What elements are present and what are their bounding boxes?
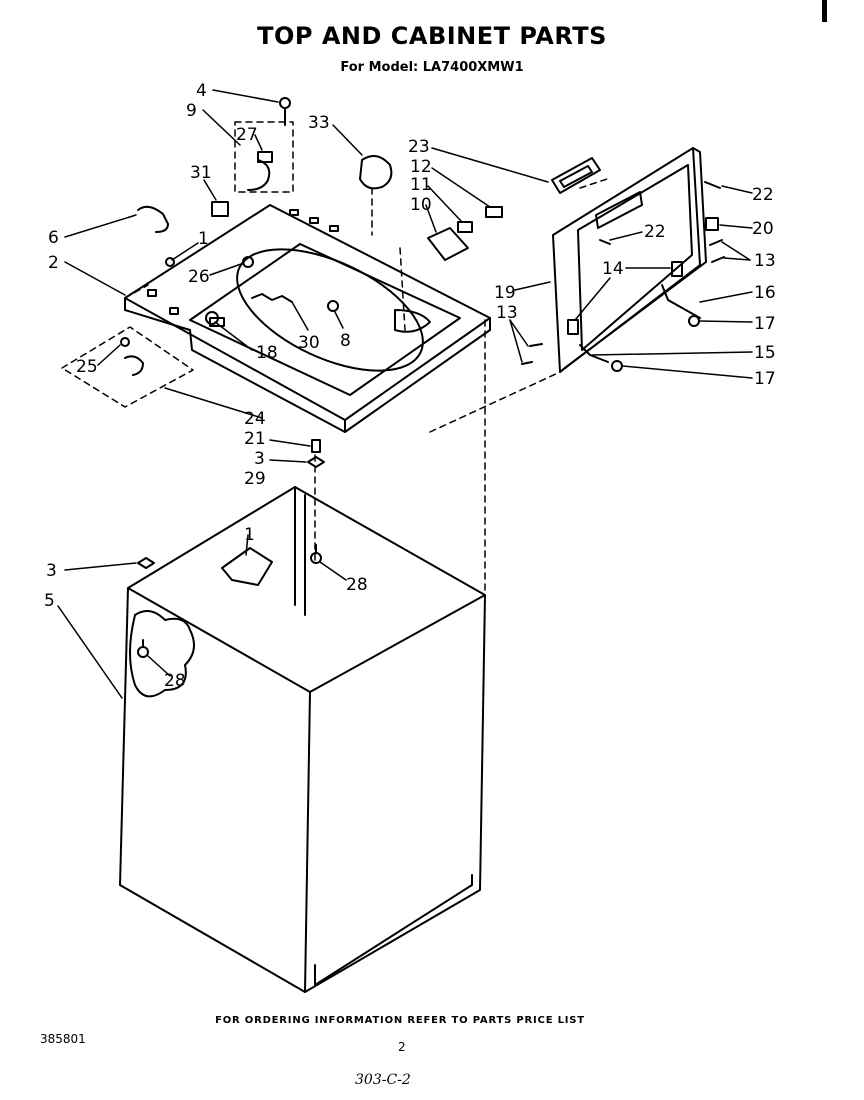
corner-scan-mark — [822, 0, 827, 22]
callout-13-right: 13 — [754, 251, 776, 271]
washer-lid — [551, 147, 707, 373]
callout-26: 26 — [188, 267, 210, 287]
callout-30: 30 — [298, 333, 320, 353]
callout-14: 14 — [602, 259, 624, 279]
callout-19: 19 — [494, 283, 516, 303]
callout-22-top: 22 — [752, 185, 774, 205]
handwritten-code: 303-C-2 — [355, 1072, 411, 1088]
washer-cabinet — [119, 486, 486, 993]
callout-numbers: 4 9 27 33 23 12 11 10 31 22 20 22 6 1 2 … — [44, 81, 776, 691]
callout-28-lower: 28 — [164, 671, 186, 691]
callout-10: 10 — [410, 195, 432, 215]
callout-28-upper: 28 — [346, 575, 368, 595]
page-number: 2 — [398, 1040, 406, 1054]
callout-22-mid: 22 — [644, 222, 666, 242]
document-number: 385801 — [40, 1032, 86, 1046]
dashed-guide-lines — [61, 121, 611, 601]
ordering-information-note: FOR ORDERING INFORMATION REFER TO PARTS … — [215, 1015, 585, 1026]
callout-23: 23 — [408, 137, 430, 157]
callout-3-upper: 3 — [254, 449, 265, 469]
cabinet-bracket-part — [221, 547, 273, 586]
callout-12: 12 — [410, 157, 432, 177]
callout-20: 20 — [752, 219, 774, 239]
callout-2: 2 — [48, 253, 59, 273]
callout-25: 25 — [76, 357, 98, 377]
callout-31: 31 — [190, 163, 212, 183]
callout-24: 24 — [244, 409, 266, 429]
callout-33: 33 — [308, 113, 330, 133]
washer-top-panel — [124, 204, 491, 433]
callout-3-lower: 3 — [46, 561, 57, 581]
callout-11: 11 — [410, 175, 432, 195]
callout-8: 8 — [340, 331, 351, 351]
callout-leader-lines — [57, 89, 753, 699]
callout-16: 16 — [754, 283, 776, 303]
model-subtitle: For Model: LA7400XMW1 — [340, 60, 524, 75]
callout-21: 21 — [244, 429, 266, 449]
page-title: TOP AND CABINET PARTS — [257, 22, 607, 50]
callout-9: 9 — [186, 101, 197, 121]
callout-29: 29 — [244, 469, 266, 489]
callout-17-bottom: 17 — [754, 369, 776, 389]
callout-15: 15 — [754, 343, 776, 363]
callout-17-top: 17 — [754, 314, 776, 334]
callout-27: 27 — [236, 125, 258, 145]
callout-13-left: 13 — [496, 303, 518, 323]
callout-5: 5 — [44, 591, 55, 611]
callout-6: 6 — [48, 228, 59, 248]
callout-4: 4 — [196, 81, 207, 101]
callout-1-top: 1 — [198, 229, 209, 249]
small-parts — [120, 97, 725, 658]
callout-18: 18 — [256, 343, 278, 363]
callout-1-lower: 1 — [244, 525, 255, 545]
